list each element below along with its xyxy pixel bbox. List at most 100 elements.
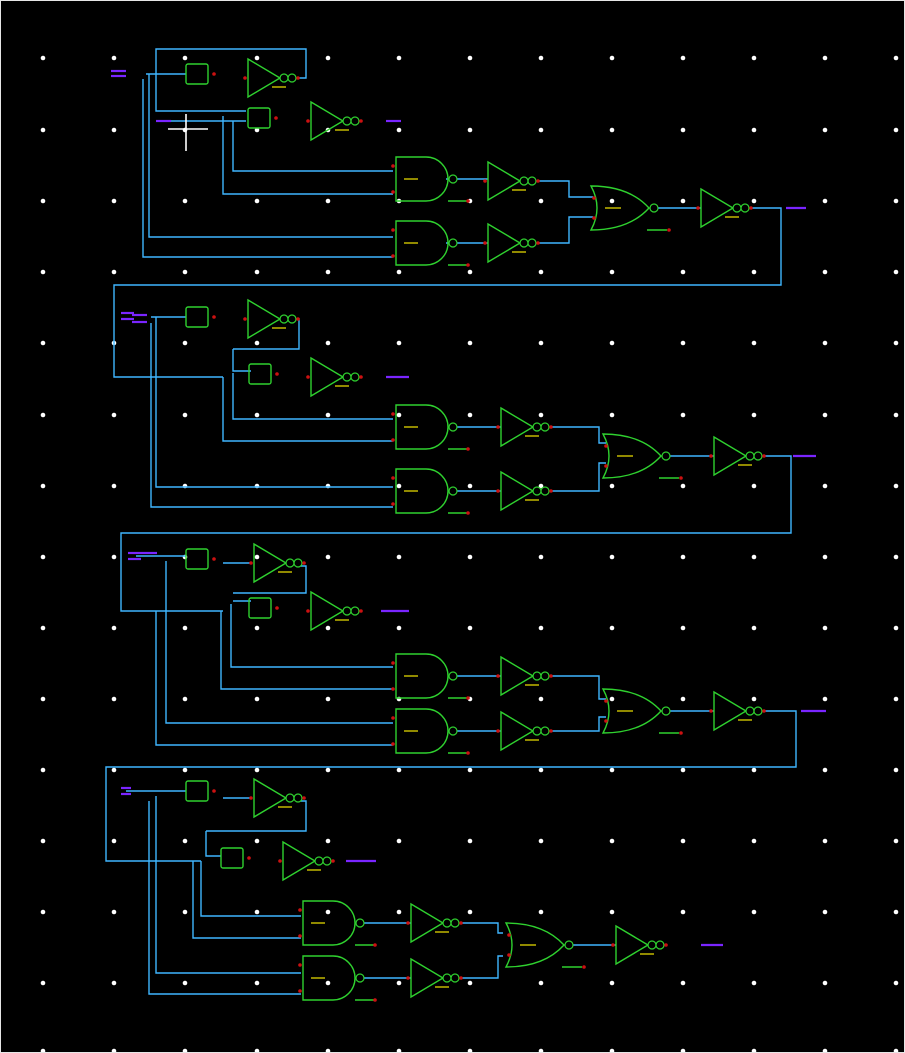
terminal-dot — [549, 425, 553, 429]
grid-dot — [325, 980, 331, 986]
terminal-dot — [391, 502, 395, 506]
inverter-gate — [410, 902, 460, 944]
grid-dot — [822, 625, 828, 631]
wire — [551, 716, 606, 732]
terminal-dot — [391, 716, 395, 720]
or-gate — [601, 433, 679, 479]
grid-dot — [609, 696, 615, 702]
terminal-dot — [762, 709, 766, 713]
terminal-dot — [359, 609, 363, 613]
terminal-dot — [709, 709, 713, 713]
grid-dot — [751, 980, 757, 986]
grid-dot — [396, 767, 402, 773]
grid-dot — [40, 483, 46, 489]
grid-dot — [751, 412, 757, 418]
terminal-dot — [302, 561, 306, 565]
grid-dot — [680, 340, 686, 346]
terminal-dot — [212, 789, 216, 793]
terminal-dot — [604, 699, 608, 703]
terminal-dot — [483, 241, 487, 245]
terminal-dot — [391, 228, 395, 232]
grid-dot — [893, 909, 899, 915]
terminal-dot — [604, 464, 608, 468]
grid-dot — [609, 909, 615, 915]
grid-dot — [538, 554, 544, 560]
terminal-dot — [306, 119, 310, 123]
grid-dot — [396, 412, 402, 418]
grid-dot — [467, 625, 473, 631]
grid-dot — [822, 1048, 828, 1052]
inverter-gate — [500, 406, 550, 448]
inverter-gate — [713, 690, 763, 732]
grid-dot — [680, 412, 686, 418]
buffer-gate — [185, 780, 209, 802]
grid-dot — [396, 980, 402, 986]
grid-dot — [609, 554, 615, 560]
terminal-dot — [212, 557, 216, 561]
grid-dot — [254, 767, 260, 773]
grid-dot — [751, 340, 757, 346]
grid-dot — [538, 696, 544, 702]
terminal-dot — [296, 76, 300, 80]
grid-dot — [822, 127, 828, 133]
grid-dot — [893, 838, 899, 844]
terminal-dot — [696, 206, 700, 210]
grid-dot — [254, 696, 260, 702]
grid-dot — [111, 625, 117, 631]
wire — [232, 121, 393, 172]
wire — [233, 318, 300, 350]
grid-dot — [538, 412, 544, 418]
grid-dot — [609, 980, 615, 986]
grid-dot — [893, 1048, 899, 1052]
grid-dot — [822, 483, 828, 489]
grid-dot — [396, 127, 402, 133]
grid-dot — [609, 1048, 615, 1052]
grid-dot — [182, 909, 188, 915]
grid-dot — [751, 269, 757, 275]
grid-dot — [893, 340, 899, 346]
grid-dot — [538, 55, 544, 61]
grid-dot — [325, 55, 331, 61]
buffer-gate — [248, 363, 272, 385]
grid-dot — [467, 412, 473, 418]
inverter-gate — [247, 57, 297, 99]
wire — [233, 565, 307, 594]
grid-dot — [609, 838, 615, 844]
terminal-dot — [762, 454, 766, 458]
grid-dot — [182, 696, 188, 702]
grid-dot — [822, 838, 828, 844]
or-gate — [601, 688, 679, 734]
terminal-dot — [296, 317, 300, 321]
grid-dot — [751, 483, 757, 489]
grid-dot — [538, 198, 544, 204]
crosshair-cursor-icon — [168, 114, 208, 151]
terminal-dot — [459, 976, 463, 980]
terminal-dot — [298, 989, 302, 993]
terminal-dot — [582, 965, 586, 969]
terminal-dot — [604, 719, 608, 723]
grid-dot — [538, 909, 544, 915]
grid-dot — [680, 198, 686, 204]
grid-dot — [111, 412, 117, 418]
wire — [206, 800, 307, 832]
terminal-dot — [749, 206, 753, 210]
terminal-dot — [359, 119, 363, 123]
grid-dot — [822, 767, 828, 773]
terminal-dot — [611, 943, 615, 947]
terminal-dot — [466, 263, 470, 267]
grid-dot — [182, 412, 188, 418]
terminal-dot — [391, 476, 395, 480]
grid-dot — [254, 980, 260, 986]
grid-dot — [325, 696, 331, 702]
grid-dot — [467, 127, 473, 133]
grid-dot — [40, 625, 46, 631]
and-gate — [395, 708, 468, 754]
grid-dot — [40, 412, 46, 418]
grid-dot — [680, 980, 686, 986]
grid-dot — [467, 55, 473, 61]
grid-dot — [609, 483, 615, 489]
grid-dot — [182, 1048, 188, 1052]
grid-dot — [893, 412, 899, 418]
